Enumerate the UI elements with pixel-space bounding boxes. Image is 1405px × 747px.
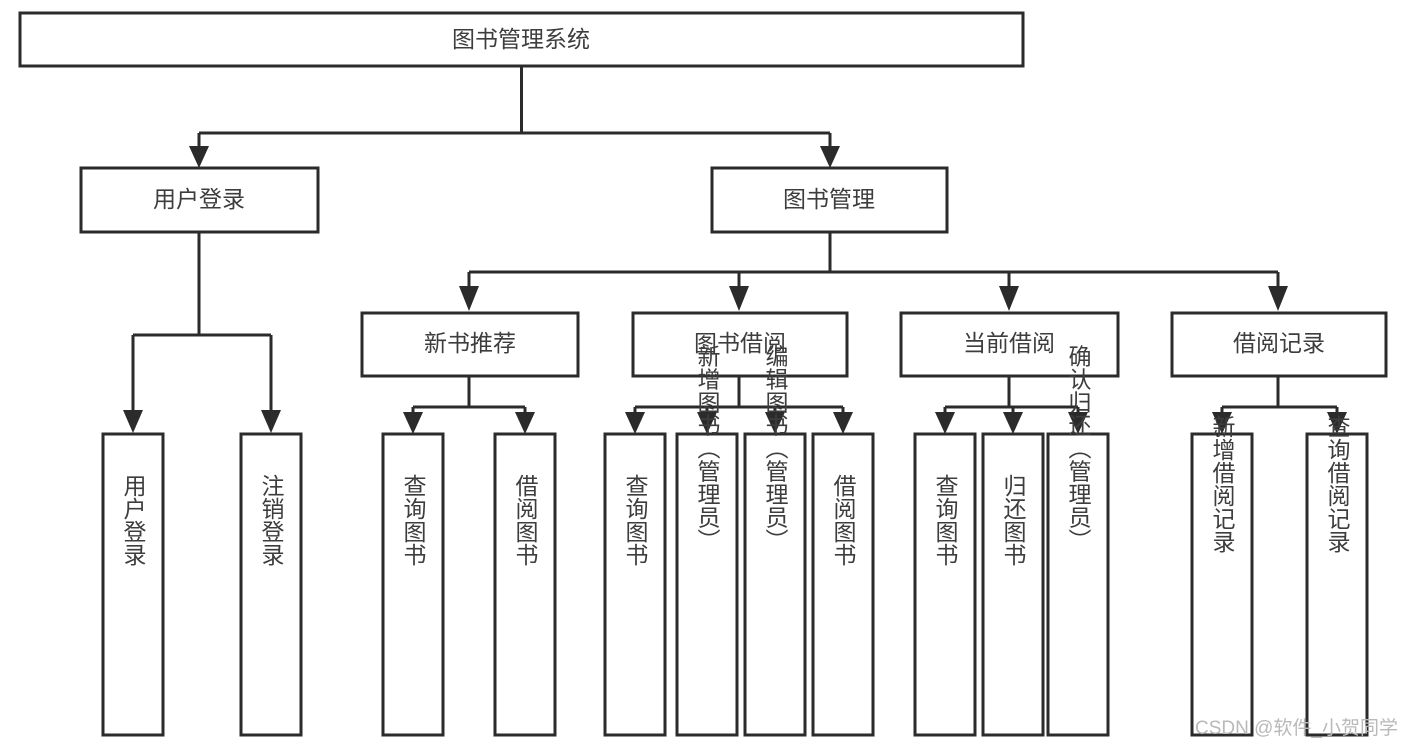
leaf-node-borrow-book-bb[interactable]: 借阅图书	[811, 432, 875, 737]
leaf-borrow-book-nb-box[interactable]	[493, 432, 557, 737]
node-book-management[interactable]: 图书管理	[710, 166, 949, 234]
leaf-node-edit-book-admin[interactable]: 编辑图书（管理员）	[743, 345, 807, 737]
leaf-user-login-label: 用户登录	[120, 474, 147, 566]
csdn-watermark: CSDN @软件_小贺同学	[1195, 717, 1398, 739]
leaf-return-book-box[interactable]	[981, 432, 1045, 737]
arrowhead-leaf-user-login	[123, 410, 143, 433]
node-new-book-recommend-label: 新书推荐	[424, 330, 516, 356]
node-root-book-management-system[interactable]: 图书管理系统	[18, 11, 1025, 68]
leaf-query-book-nb-box[interactable]	[381, 432, 445, 737]
leaf-node-user-login[interactable]: 用户登录	[101, 432, 165, 737]
leaf-user-login-box[interactable]	[101, 432, 165, 737]
arrowhead-user-login	[189, 146, 209, 168]
leaf-query-borrow-record-label: 查询借阅记录	[1324, 415, 1351, 553]
leaf-node-add-borrow-record[interactable]: 新增借阅记录	[1190, 415, 1254, 737]
node-book-borrow-box[interactable]	[631, 311, 849, 378]
node-user-login-box[interactable]	[79, 166, 320, 234]
arrowhead-book-borrow	[729, 286, 749, 311]
arrowhead-new-book	[459, 286, 479, 311]
leaf-node-return-book[interactable]: 归还图书	[981, 432, 1045, 737]
leaf-node-query-book-nb[interactable]: 查询图书	[381, 432, 445, 737]
node-borrow-record-box[interactable]	[1170, 311, 1388, 378]
connector-group-current-borrow-to-leaves	[935, 376, 1088, 434]
leaf-add-book-admin-label: 新增图书（管理员）	[694, 345, 721, 552]
arrowhead-cb-leaf2	[1003, 412, 1023, 434]
node-book-borrow-label: 图书借阅	[694, 330, 786, 356]
arrowhead-leaf-logout	[261, 410, 281, 433]
leaf-add-book-admin-box[interactable]	[675, 432, 739, 737]
leaf-query-borrow-record-box[interactable]	[1305, 432, 1369, 737]
node-root-box[interactable]	[18, 11, 1025, 68]
leaf-return-book-label: 归还图书	[1000, 474, 1027, 566]
leaf-borrow-book-bb-box[interactable]	[811, 432, 875, 737]
node-new-book-recommend-box[interactable]	[360, 311, 580, 378]
leaf-query-book-nb-label: 查询图书	[400, 474, 427, 566]
leaf-edit-book-admin-label: 编辑图书（管理员）	[762, 345, 789, 552]
node-book-management-box[interactable]	[710, 166, 949, 234]
node-current-borrow[interactable]: 当前借阅	[899, 311, 1120, 378]
leaf-borrow-book-bb-label: 借阅图书	[830, 474, 857, 566]
arrowhead-br-leaf1	[1212, 412, 1232, 434]
arrowhead-cb-leaf1	[935, 412, 955, 434]
node-book-borrow[interactable]: 图书借阅	[631, 311, 849, 378]
arrowhead-current-borrow	[999, 286, 1019, 311]
connector-group-user-login-to-leaves	[123, 232, 281, 433]
leaf-node-query-book-bb[interactable]: 查询图书	[603, 432, 667, 737]
arrowhead-nb-leaf2	[515, 412, 535, 434]
leaf-confirm-return-admin-label: 确认归还（管理员）	[1065, 345, 1092, 552]
node-current-borrow-label: 当前借阅	[963, 330, 1055, 356]
leaf-confirm-return-admin-box[interactable]	[1046, 432, 1110, 737]
leaf-query-book-bb-label: 查询图书	[622, 474, 649, 566]
node-book-management-label: 图书管理	[783, 186, 875, 212]
leaf-node-query-book-cb[interactable]: 查询图书	[913, 432, 977, 737]
arrowhead-bb-leaf2	[697, 412, 717, 434]
node-new-book-recommend[interactable]: 新书推荐	[360, 311, 580, 378]
leaf-query-book-cb-label: 查询图书	[932, 474, 959, 566]
connector-group-root-to-level2	[189, 66, 840, 168]
leaf-node-query-borrow-record[interactable]: 查询借阅记录	[1305, 415, 1369, 737]
arrowhead-bb-leaf1	[625, 412, 645, 434]
arrowhead-book-manage	[820, 146, 840, 168]
leaf-edit-book-admin-box[interactable]	[743, 432, 807, 737]
leaf-add-borrow-record-box[interactable]	[1190, 432, 1254, 737]
connector-group-book-manage-to-level3	[459, 232, 1288, 311]
node-user-login[interactable]: 用户登录	[79, 166, 320, 234]
arrowhead-br-leaf2	[1327, 412, 1347, 434]
connector-group-borrow-record-to-leaves	[1212, 376, 1347, 434]
leaf-node-add-book-admin[interactable]: 新增图书（管理员）	[675, 345, 739, 737]
leaf-node-borrow-book-nb[interactable]: 借阅图书	[493, 432, 557, 737]
arrowhead-cb-leaf3	[1068, 412, 1088, 434]
node-borrow-record-label: 借阅记录	[1233, 330, 1325, 356]
connector-group-new-book-to-leaves	[403, 376, 535, 434]
arrowhead-bb-leaf4	[833, 412, 853, 434]
node-root-label: 图书管理系统	[452, 26, 590, 52]
connector-group-book-borrow-to-leaves	[625, 376, 853, 434]
node-current-borrow-box[interactable]	[899, 311, 1120, 378]
arrowhead-borrow-record	[1268, 286, 1288, 311]
leaf-logout-box[interactable]	[239, 432, 303, 737]
leaf-node-logout[interactable]: 注销登录	[239, 432, 303, 737]
leaf-add-borrow-record-label: 新增借阅记录	[1209, 415, 1236, 553]
leaf-query-book-bb-box[interactable]	[603, 432, 667, 737]
leaf-borrow-book-nb-label: 借阅图书	[512, 474, 539, 566]
node-borrow-record[interactable]: 借阅记录	[1170, 311, 1388, 378]
arrowhead-bb-leaf3	[765, 412, 785, 434]
arrowhead-nb-leaf1	[403, 412, 423, 434]
leaf-query-book-cb-box[interactable]	[913, 432, 977, 737]
leaf-logout-label: 注销登录	[258, 474, 285, 566]
leaf-node-confirm-return-admin[interactable]: 确认归还（管理员）	[1046, 345, 1110, 737]
node-user-login-label: 用户登录	[153, 186, 245, 212]
